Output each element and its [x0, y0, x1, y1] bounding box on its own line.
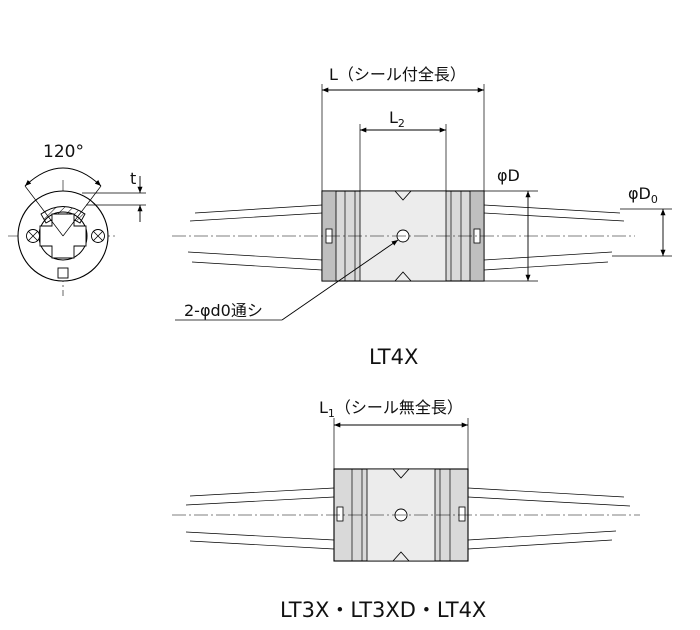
hole-label: 2-φd0通シ	[184, 301, 263, 320]
l1-sub: 1	[328, 407, 335, 420]
top-shaft	[187, 204, 625, 271]
end-view-key	[57, 267, 69, 279]
d-label: φD	[497, 166, 520, 185]
l1-label: L1（シール無全長）	[319, 398, 463, 420]
bottom-screw-right	[458, 506, 466, 522]
bottom-view-title: LT3X・LT3XD・LT4X	[280, 598, 486, 622]
top-view-title: LT4X	[369, 345, 418, 369]
thickness-label: t	[130, 169, 136, 188]
end-view: 120° t	[8, 142, 146, 296]
angle-label: 120°	[43, 142, 84, 162]
d0-label: φD0	[628, 184, 658, 206]
top-side-view: L（シール付全長） L2 φD φD0 2-φd0通シ LT4X	[172, 65, 672, 369]
length-label: L（シール付全長）	[329, 65, 466, 84]
bottom-screw-left	[336, 506, 344, 522]
l2-label: L2	[389, 108, 405, 130]
angle-arc	[24, 167, 102, 187]
bottom-shaft	[185, 487, 631, 550]
hole-leader	[281, 239, 399, 321]
bottom-side-view: L1（シール無全長） LT3X・LT3XD・LT4X	[172, 398, 640, 622]
